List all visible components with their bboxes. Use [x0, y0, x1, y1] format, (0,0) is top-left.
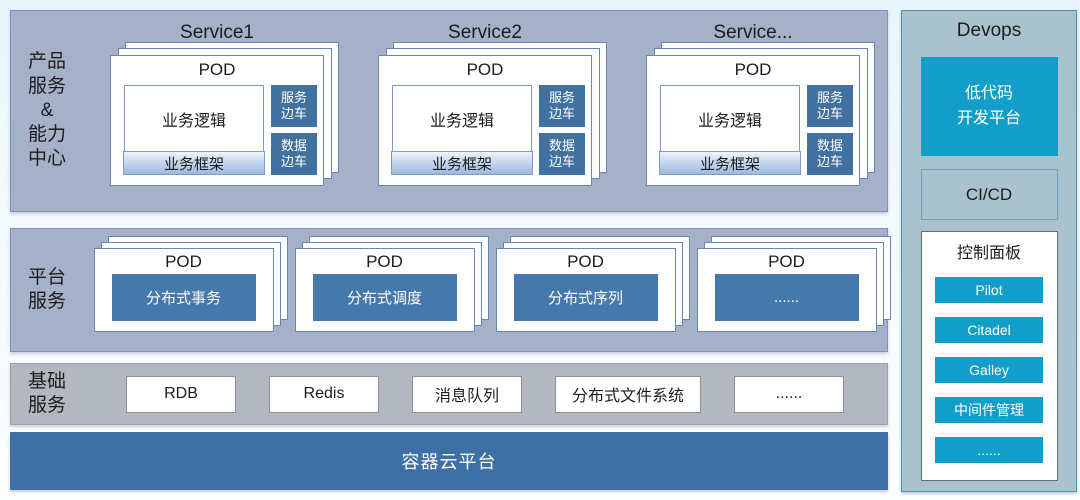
product-band-label: 产品 服务 & 能力 中心 [27, 51, 66, 170]
service-title: Service... [713, 22, 793, 43]
product-services-band: 产品 服务 & 能力 中心 Service1 POD 业务逻辑 业务框架 服务 … [10, 10, 888, 212]
service-group-3: Service... POD 业务逻辑 业务框架 服务 边车 数据 边车 [619, 11, 887, 211]
platform-pod-3: POD 分布式序列 [485, 229, 686, 351]
service-sidecar-box: 服务 边车 [271, 85, 317, 127]
platform-pod-2: POD 分布式调度 [284, 229, 485, 351]
pod-body: 业务逻辑 业务框架 服务 边车 数据 边车 [379, 85, 591, 185]
message-queue-box: 消息队列 [411, 375, 522, 413]
pod-stack: POD 分布式事务 [93, 248, 274, 332]
rdb-box: RDB [125, 375, 236, 413]
business-framework-box: 业务框架 [659, 151, 801, 175]
cicd-box: CI/CD [920, 169, 1058, 220]
pod-stack: POD 业务逻辑 业务框架 服务 边车 数据 边车 [110, 55, 324, 186]
sidecar-column: 服务 边车 数据 边车 [539, 85, 585, 175]
pod-card: POD ...... [696, 248, 877, 332]
business-framework-box: 业务框架 [391, 151, 533, 175]
citadel-button: Citadel [935, 317, 1043, 343]
control-panel-title: 控制面板 [956, 245, 1021, 262]
pod-body: 业务逻辑 业务框架 服务 边车 数据 边车 [111, 85, 323, 185]
platform-services-band: 平台 服务 POD 分布式事务 POD 分布式调度 [10, 228, 888, 352]
platform-pods-row: POD 分布式事务 POD 分布式调度 POD 分布式序列 [83, 229, 887, 351]
platform-band-label: 平台 服务 [27, 266, 66, 312]
infra-band-label: 基础 服务 [27, 370, 66, 416]
pod-stack: POD 分布式序列 [495, 248, 676, 332]
platform-pod-1: POD 分布式事务 [83, 229, 284, 351]
pod-title: POD [734, 60, 772, 79]
distributed-filesystem-box: 分布式文件系统 [554, 375, 701, 413]
data-sidecar-box: 数据 边车 [807, 133, 853, 175]
pilot-button: Pilot [935, 277, 1043, 303]
pod-card: POD 业务逻辑 业务框架 服务 边车 数据 边车 [110, 55, 324, 186]
infra-services-band: 基础 服务 RDB Redis 消息队列 分布式文件系统 ...... [10, 363, 888, 425]
pod-card: POD 分布式序列 [495, 248, 676, 332]
pod-title: POD [198, 60, 236, 79]
galley-button: Galley [935, 357, 1043, 383]
pod-card: POD 分布式调度 [294, 248, 475, 332]
business-logic-box: 业务逻辑 [161, 112, 226, 130]
business-container: 业务逻辑 业务框架 [123, 85, 265, 175]
service-sidecar-box: 服务 边车 [539, 85, 585, 127]
panel-more-button: ...... [935, 437, 1043, 463]
distributed-sequence-box: 分布式序列 [513, 274, 658, 321]
pod-body: 业务逻辑 业务框架 服务 边车 数据 边车 [647, 85, 859, 185]
devops-title: Devops [956, 20, 1022, 41]
infra-more-box: ...... [734, 375, 844, 413]
data-sidecar-box: 数据 边车 [539, 133, 585, 175]
control-panel: 控制面板 Pilot Citadel Galley 中间件管理 ...... [920, 231, 1058, 481]
pod-title: POD [466, 60, 504, 79]
service-group-1: Service1 POD 业务逻辑 业务框架 服务 边车 数据 边车 [83, 11, 351, 211]
pod-title: POD [768, 252, 805, 271]
business-logic-box: 业务逻辑 [429, 112, 494, 130]
sidecar-column: 服务 边车 数据 边车 [271, 85, 317, 175]
container-cloud-platform-bar: 容器云平台 [10, 432, 888, 490]
service-title: Service1 [180, 22, 254, 43]
pod-stack: POD 分布式调度 [294, 248, 475, 332]
pod-stack: POD 业务逻辑 业务框架 服务 边车 数据 边车 [646, 55, 860, 186]
distributed-scheduling-box: 分布式调度 [312, 274, 457, 321]
pod-card: POD 分布式事务 [93, 248, 274, 332]
redis-box: Redis [268, 375, 379, 413]
service-sidecar-box: 服务 边车 [807, 85, 853, 127]
distributed-transaction-box: 分布式事务 [111, 274, 256, 321]
platform-more-box: ...... [714, 274, 859, 321]
pod-stack: POD ...... [696, 248, 877, 332]
service-title: Service2 [448, 22, 522, 43]
business-container: 业务逻辑 业务框架 [659, 85, 801, 175]
data-sidecar-box: 数据 边车 [271, 133, 317, 175]
pod-title: POD [567, 252, 604, 271]
pod-title: POD [165, 252, 202, 271]
service-group-2: Service2 POD 业务逻辑 业务框架 服务 边车 数据 边车 [351, 11, 619, 211]
lowcode-platform-box: 低代码 开发平台 [920, 57, 1058, 156]
business-container: 业务逻辑 业务框架 [391, 85, 533, 175]
business-logic-box: 业务逻辑 [697, 112, 762, 130]
pod-card: POD 业务逻辑 业务框架 服务 边车 数据 边车 [646, 55, 860, 186]
pod-card: POD 业务逻辑 业务框架 服务 边车 数据 边车 [378, 55, 592, 186]
pod-title: POD [366, 252, 403, 271]
infra-row: RDB Redis 消息队列 分布式文件系统 ...... [83, 364, 887, 424]
middleware-management-button: 中间件管理 [935, 397, 1043, 423]
services-row: Service1 POD 业务逻辑 业务框架 服务 边车 数据 边车 [83, 11, 887, 211]
business-framework-box: 业务框架 [123, 151, 265, 175]
pod-stack: POD 业务逻辑 业务框架 服务 边车 数据 边车 [378, 55, 592, 186]
devops-column: Devops 低代码 开发平台 CI/CD 控制面板 Pilot Citadel… [901, 10, 1077, 492]
platform-pod-4: POD ...... [686, 229, 887, 351]
sidecar-column: 服务 边车 数据 边车 [807, 85, 853, 175]
